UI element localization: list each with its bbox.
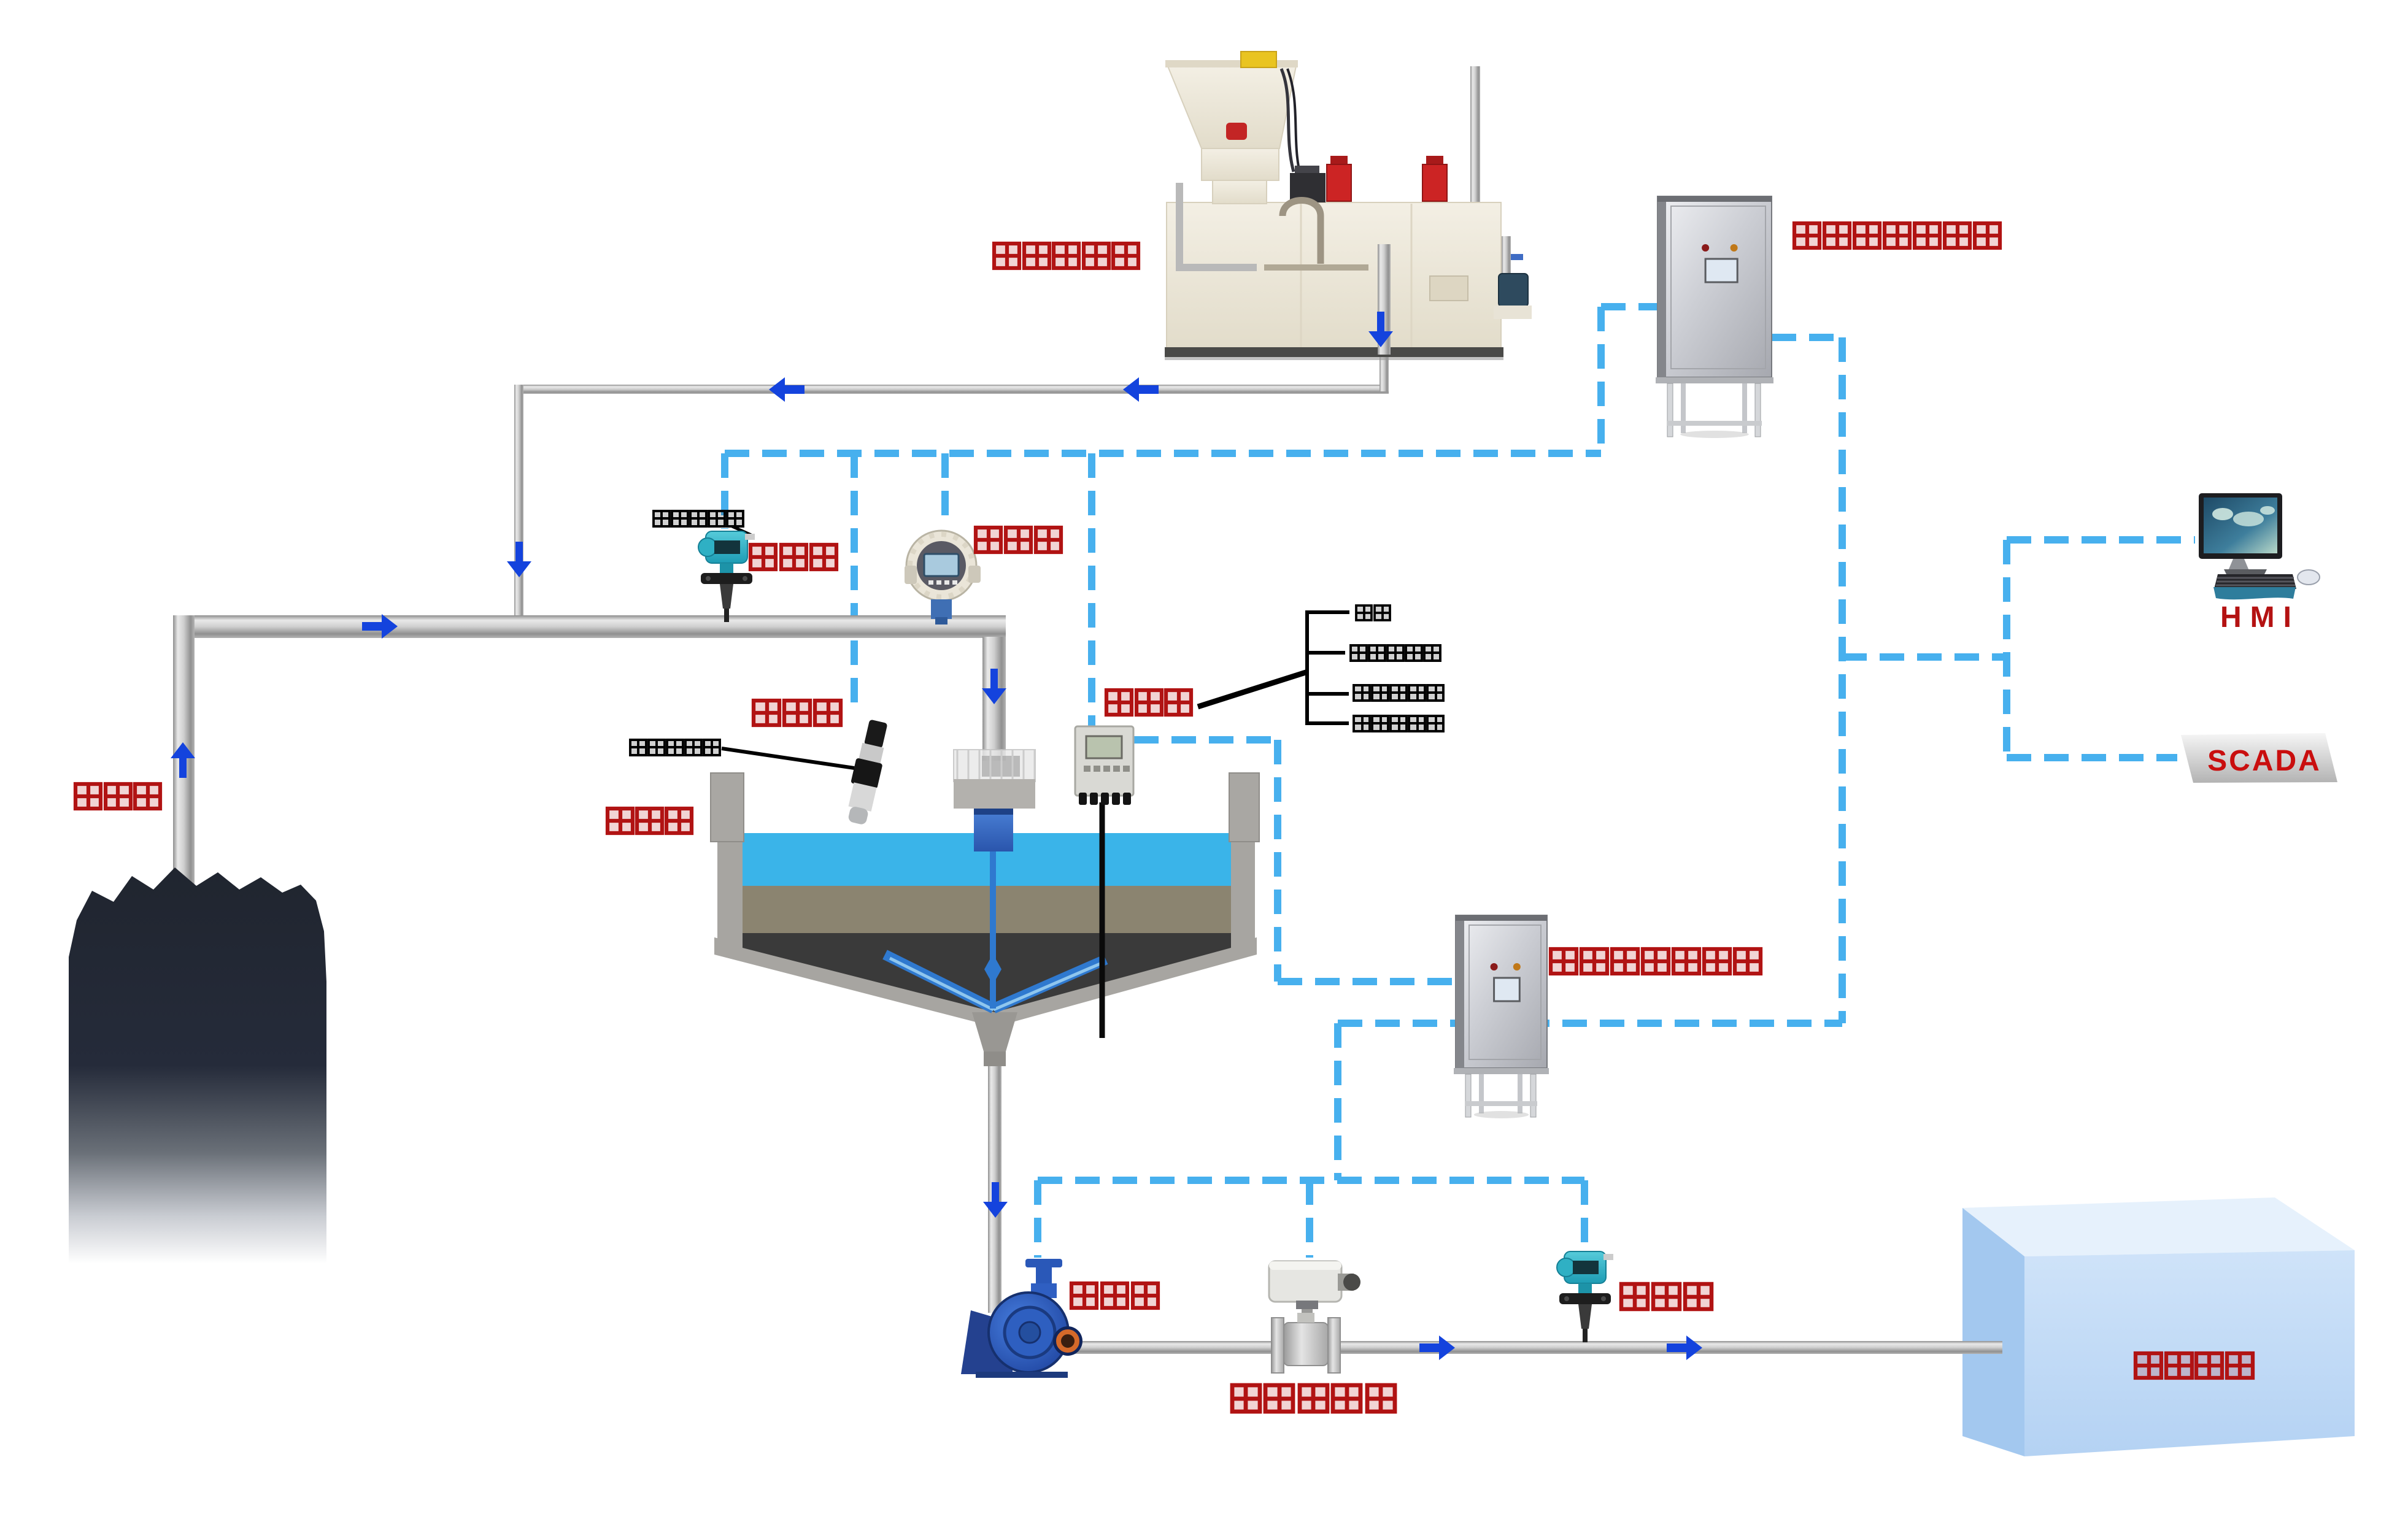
svg-text:SCADA: SCADA (2207, 745, 2321, 777)
svg-text:HMI: HMI (2220, 601, 2300, 634)
